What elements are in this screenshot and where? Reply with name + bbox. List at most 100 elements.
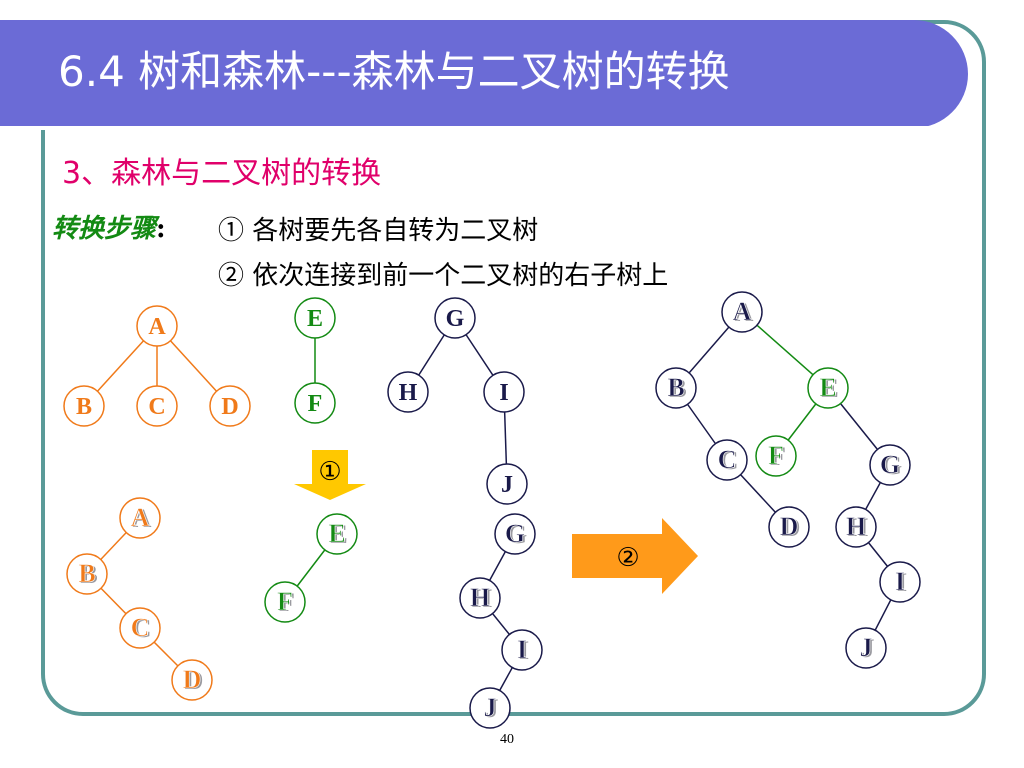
title-underline bbox=[0, 126, 945, 130]
result-node-C-label: C bbox=[718, 445, 737, 474]
result-node-A-label: A bbox=[733, 297, 752, 326]
tree3-node-G-circle bbox=[434, 297, 476, 339]
result-node-D-label: D bbox=[780, 512, 799, 541]
tree3-node-H-circle bbox=[387, 371, 429, 413]
step2-arrow: ② bbox=[572, 518, 698, 594]
bt2-node-F-shadow: F bbox=[279, 588, 295, 617]
result-node-A-shadow: A bbox=[735, 298, 754, 327]
result-node-I-circle bbox=[879, 561, 921, 603]
result-node-E: EE bbox=[807, 367, 849, 409]
result-node-F-circle bbox=[755, 435, 797, 477]
bt1-node-B-circle bbox=[66, 553, 108, 595]
step1-arrow-body bbox=[312, 450, 348, 484]
result-node-H-circle bbox=[835, 506, 877, 548]
result-node-J: JJ bbox=[845, 627, 887, 669]
bt1-node-A-circle bbox=[119, 497, 161, 539]
bt1-node-A-label: A bbox=[131, 503, 150, 532]
bt3-node-I-label: I bbox=[517, 635, 527, 664]
tree2-node-F-label: F bbox=[308, 391, 323, 417]
result-node-J-shadow: J bbox=[862, 634, 875, 663]
tree3-node-I-circle bbox=[483, 371, 525, 413]
tree1-node-A-label: A bbox=[148, 314, 166, 340]
result-node-A: AA bbox=[721, 291, 763, 333]
result-node-J-label: J bbox=[860, 633, 873, 662]
result-node-G-shadow: G bbox=[882, 451, 902, 480]
bt1-node-B-label: B bbox=[78, 559, 95, 588]
result-node-F-shadow: F bbox=[770, 442, 786, 471]
bt1-node-B: BB bbox=[66, 553, 108, 595]
result-node-B-circle bbox=[655, 367, 697, 409]
bt3-node-G: GG bbox=[494, 513, 536, 555]
bt2-node-F-label: F bbox=[277, 587, 293, 616]
tree1-node-D-label: D bbox=[221, 394, 238, 420]
tree1-node-A: A bbox=[136, 305, 178, 347]
result-node-B-shadow: B bbox=[669, 374, 686, 403]
bt1-node-D-shadow: D bbox=[185, 666, 204, 695]
result-node-F-label: F bbox=[768, 441, 784, 470]
bt3-node-G-label: G bbox=[505, 519, 525, 548]
result-node-H-label: H bbox=[846, 512, 866, 541]
result-node-I: II bbox=[879, 561, 921, 603]
result-node-I-shadow: I bbox=[897, 568, 907, 597]
bt3-node-H: HH bbox=[459, 577, 501, 619]
bt3-node-J-circle bbox=[469, 687, 511, 729]
tree3-node-G-label: G bbox=[446, 306, 465, 332]
result-node-H-shadow: H bbox=[848, 513, 868, 542]
result-node-C: CC bbox=[706, 439, 748, 481]
bt3-node-G-circle bbox=[494, 513, 536, 555]
bt1-node-A-shadow: A bbox=[133, 504, 152, 533]
bt2-node-E-shadow: E bbox=[330, 520, 347, 549]
bt2-node-F-circle bbox=[264, 581, 306, 623]
bt3-node-J: JJ bbox=[469, 687, 511, 729]
bt3-node-I-shadow: I bbox=[519, 636, 529, 665]
tree3-node-H: H bbox=[387, 371, 429, 413]
tree2-node-F: F bbox=[294, 382, 336, 424]
tree2-node-E-circle bbox=[294, 297, 336, 339]
step2-arrow-shape bbox=[572, 518, 698, 594]
bt3-node-H-label: H bbox=[470, 583, 490, 612]
bt3-node-H-circle bbox=[459, 577, 501, 619]
page-number: 40 bbox=[500, 732, 514, 747]
result-node-E-shadow: E bbox=[821, 374, 838, 403]
result-node-I-label: I bbox=[895, 567, 905, 596]
result-node-H: HH bbox=[835, 506, 877, 548]
result-node-D-circle bbox=[768, 506, 810, 548]
slide-title: 6.4 树和森林---森林与二叉树的转换 bbox=[58, 47, 730, 96]
result-node-D-shadow: D bbox=[782, 513, 801, 542]
bt2-node-E: EE bbox=[316, 513, 358, 555]
bt1-node-A: AA bbox=[119, 497, 161, 539]
result-node-C-circle bbox=[706, 439, 748, 481]
title-bar bbox=[0, 20, 968, 128]
result-node-E-circle bbox=[807, 367, 849, 409]
step1-arrow-head bbox=[294, 484, 366, 500]
bt2-node-E-circle bbox=[316, 513, 358, 555]
tree3-node-J: J bbox=[486, 463, 528, 505]
tree2-node-E: E bbox=[294, 297, 336, 339]
tree3-node-I-label: I bbox=[499, 380, 508, 406]
bt1-node-B-shadow: B bbox=[80, 560, 97, 589]
result-node-D: DD bbox=[768, 506, 810, 548]
bt1-node-D: DD bbox=[171, 659, 213, 701]
bt3-node-I: II bbox=[501, 629, 543, 671]
bt3-node-J-label: J bbox=[484, 693, 497, 722]
tree3-node-J-circle bbox=[486, 463, 528, 505]
step2-arrow-label: ② bbox=[616, 543, 639, 573]
tree2-node-E-label: E bbox=[307, 306, 323, 332]
result-node-F: FF bbox=[755, 435, 797, 477]
result-node-C-shadow: C bbox=[720, 446, 739, 475]
tree3-node-J-label: J bbox=[501, 472, 513, 498]
tree1-node-B-label: B bbox=[76, 394, 92, 420]
bt3-node-H-shadow: H bbox=[472, 584, 492, 613]
result-node-G-label: G bbox=[880, 450, 900, 479]
bt3-node-J-shadow: J bbox=[486, 694, 499, 723]
tree1-node-B-circle bbox=[63, 385, 105, 427]
bt1-node-C: CC bbox=[119, 607, 161, 649]
tree3-node-G: G bbox=[434, 297, 476, 339]
result-node-E-label: E bbox=[819, 373, 836, 402]
tree1-node-A-circle bbox=[136, 305, 178, 347]
tree1-node-C-circle bbox=[136, 385, 178, 427]
result-node-G: GG bbox=[869, 444, 911, 486]
bt1-node-C-circle bbox=[119, 607, 161, 649]
